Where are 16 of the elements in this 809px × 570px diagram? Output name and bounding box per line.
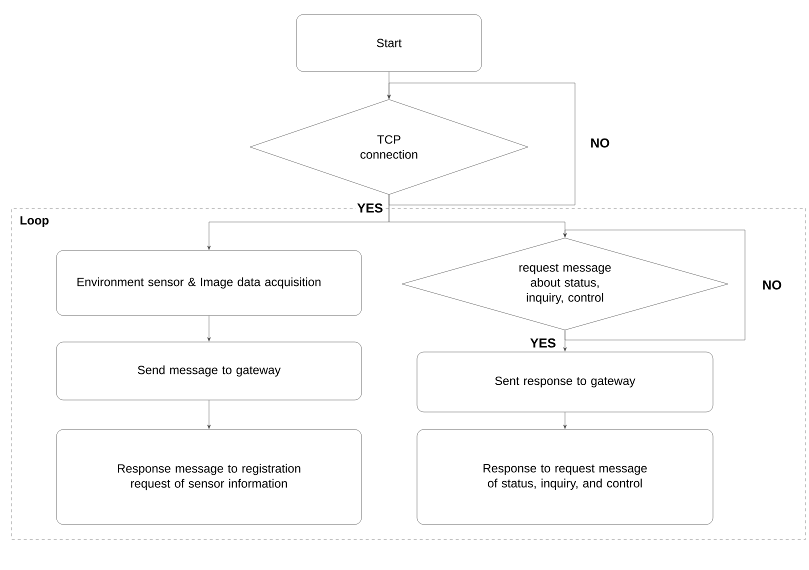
edge-label: NO [761,279,783,291]
process-box: Response to request message of status, inquiry, and control [416,429,714,525]
arrow [207,400,211,429]
arrow [207,316,211,342]
process-box: Sent response to gateway [416,352,714,412]
process-box: Start [296,14,482,72]
edge-label: YES [356,202,384,214]
arrow [387,82,576,206]
arrow [563,230,746,340]
arrow [563,412,567,429]
process-box: Response message to registration request of sensor information [56,429,362,525]
edge-label: YES [529,337,557,349]
process-box: Send message to gateway [56,342,362,400]
process-box: Environment sensor & Image data acquisition [56,250,362,316]
arrow [563,330,567,352]
edge-label: NO [589,137,611,149]
